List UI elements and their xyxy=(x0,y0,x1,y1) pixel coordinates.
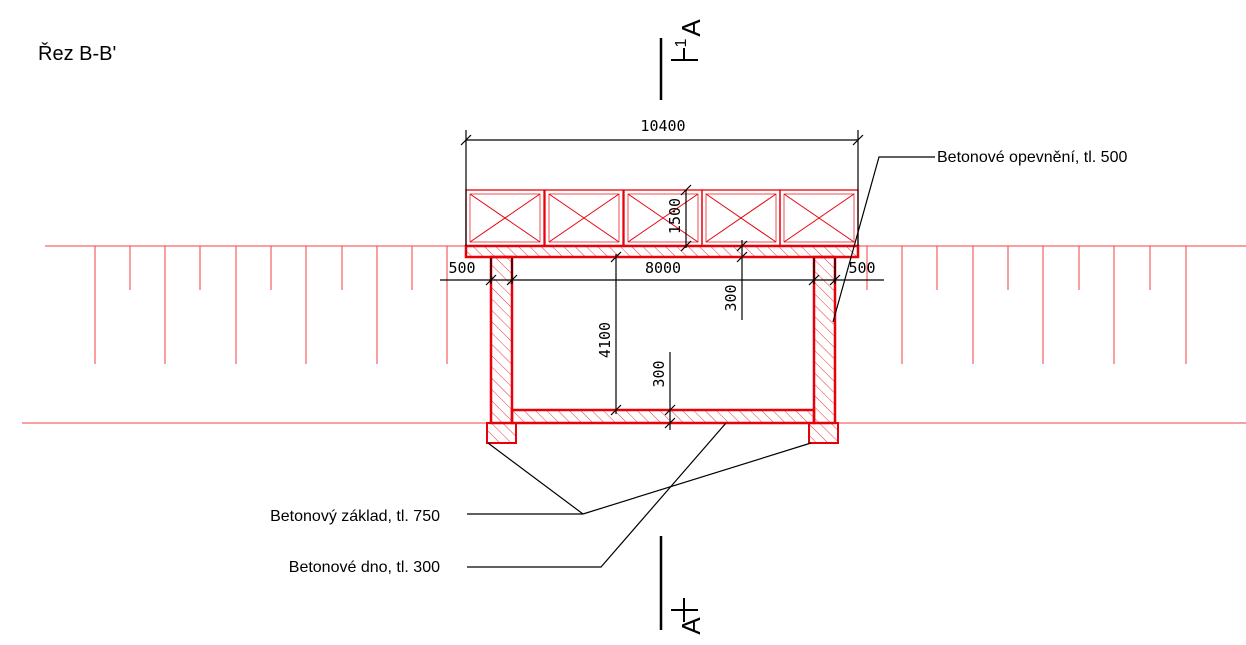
dim-height-top: 1500 xyxy=(666,198,684,234)
dim-inner-height: 4100 xyxy=(596,322,614,358)
right-wall xyxy=(812,255,837,425)
dim-total-width: 10400 xyxy=(640,117,685,135)
dim-top-slab: 300 xyxy=(722,284,740,311)
concrete-frame xyxy=(464,244,860,444)
top-slab xyxy=(464,244,860,259)
revetment-label: Betonové opevnění, tl. 500 xyxy=(937,149,1127,166)
dim-right-wall: 500 xyxy=(848,259,875,277)
bottom-slab xyxy=(510,408,816,425)
block-cross xyxy=(705,193,777,243)
revetment-blocks xyxy=(465,189,859,247)
dim-inner-width: 8000 xyxy=(645,259,681,277)
bottom-label: Betonové dno, tl. 300 xyxy=(289,559,440,576)
bottom-leader xyxy=(467,422,727,568)
foundation-label: Betonový základ, tl. 750 xyxy=(270,508,440,525)
left-wall xyxy=(489,255,514,425)
dim-bottom-slab: 300 xyxy=(650,360,668,387)
left-foundation xyxy=(486,422,517,444)
dimensions: 10400 1500 500 8000 500 300 4100 300 xyxy=(440,117,884,430)
block-cross xyxy=(469,193,541,243)
right-foundation xyxy=(808,422,839,444)
terrain-ticks xyxy=(94,246,1187,364)
block-inner xyxy=(469,193,541,243)
block-cross xyxy=(548,193,620,243)
dim-left-wall: 500 xyxy=(448,259,475,277)
leaders xyxy=(467,156,935,568)
block-cross xyxy=(783,193,855,243)
block-inner xyxy=(705,193,777,243)
section-marker-bottom: A xyxy=(659,536,706,635)
block-inner xyxy=(627,193,699,243)
block-inner xyxy=(548,193,620,243)
section-index-top: 1 xyxy=(673,38,690,47)
block-inner xyxy=(783,193,855,243)
drawing-title: Řez B-B' xyxy=(38,42,116,65)
revetment-leader xyxy=(832,156,935,323)
section-letter-top: A xyxy=(676,19,706,37)
section-letter-bottom: A xyxy=(676,617,706,635)
section-marker-top: A 1 xyxy=(659,19,706,100)
